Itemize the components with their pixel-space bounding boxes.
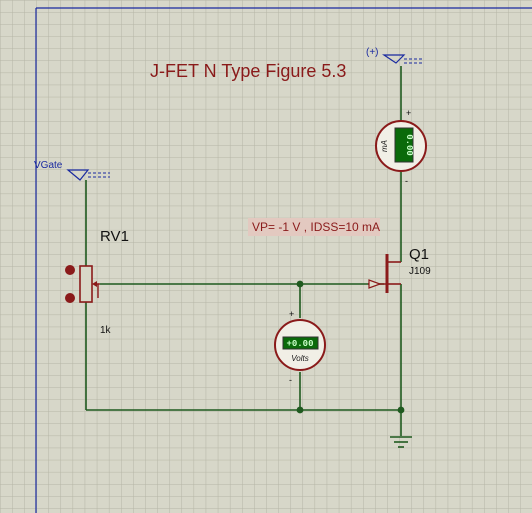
transistor-ref: Q1 (409, 246, 429, 263)
pot-increase-button[interactable] (65, 265, 75, 275)
ammeter-minus: - (405, 176, 408, 186)
voltmeter-unit: Volts (291, 354, 309, 363)
vgate-label: VGate (34, 160, 63, 171)
potentiometer-rv1[interactable]: RV1 1k (65, 228, 129, 336)
junction-dot (296, 406, 304, 414)
vgate-terminal[interactable]: VGate (34, 160, 110, 181)
voltmeter-plus: + (289, 309, 294, 319)
fet-parameters-note: VP= -1 V , IDSS=10 mA (248, 218, 380, 236)
fet-parameters-text: VP= -1 V , IDSS=10 mA (252, 220, 380, 234)
ground-symbol[interactable] (390, 436, 412, 448)
vdd-label: (+) (366, 47, 379, 58)
jfet-q1[interactable]: Q1 J109 (368, 246, 431, 293)
ammeter-plus: + (406, 108, 411, 118)
ammeter-reading: 0.00 (404, 134, 414, 156)
vdd-terminal[interactable]: (+) (366, 47, 424, 64)
voltmeter-display (282, 336, 319, 350)
ammeter-display (394, 127, 414, 163)
voltmeter-reading: +0.00 (286, 339, 313, 349)
junction-dot (397, 406, 405, 414)
transistor-part: J109 (409, 266, 431, 277)
pot-ref: RV1 (100, 228, 129, 245)
ammeter[interactable]: 0.00 mA + - (375, 108, 427, 186)
voltmeter-minus: - (289, 375, 292, 385)
pot-value: 1k (100, 325, 112, 336)
schematic-title: J-FET N Type Figure 5.3 (150, 61, 346, 81)
pot-decrease-button[interactable] (65, 293, 75, 303)
voltmeter[interactable]: +0.00 Volts + - (274, 309, 326, 385)
ammeter-unit: mA (380, 140, 389, 152)
junction-dot (296, 280, 304, 288)
